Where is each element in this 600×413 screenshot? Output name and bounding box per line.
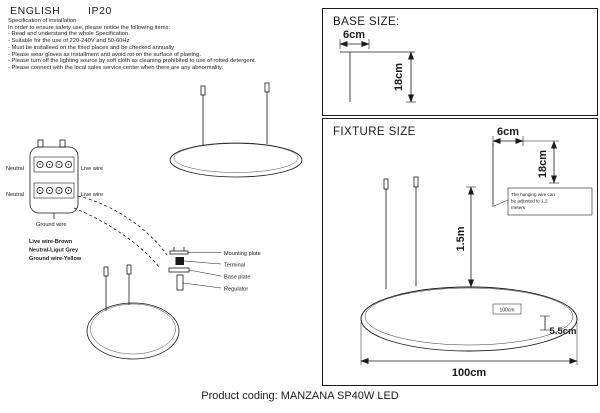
hanging-wire-note-line: meters — [511, 205, 526, 210]
product-coding: Product coding: MANZANA SP40W LED — [201, 390, 399, 402]
spec-item: - Read and understand the whole Specific… — [8, 31, 130, 38]
spec-title: Specification of installation — [8, 18, 77, 24]
hanging-wire-note-line: be adjusted to 1.2 — [511, 199, 548, 204]
label-regulator: Regulator — [224, 287, 248, 293]
hanging-wire-note-line: The hanging wire can — [511, 192, 555, 197]
ip-rating-label: IP20 — [88, 5, 112, 17]
spec-item: - Please wear gloves as installment and … — [8, 51, 202, 58]
base-size-drawing: 6cm 18cm — [339, 29, 416, 103]
spec-item: - Please connect with the local sales se… — [8, 64, 224, 71]
label-ground-wire: Ground wire — [36, 222, 66, 228]
canopy-height-dimension: 18cm — [537, 150, 549, 178]
ring-profile-dimension: 5.5cm — [550, 326, 577, 337]
fixture-size-title: FIXTURE SIZE — [333, 126, 416, 138]
ring-diameter-dimension: 100cm — [452, 367, 486, 379]
canopy-width-dimension: 6cm — [497, 126, 519, 138]
label-base-plate: Base plate — [224, 275, 250, 281]
legend-ground-wire: Ground wire-Yellow — [29, 256, 82, 262]
label-neutral-top: Neutral — [6, 166, 24, 172]
drop-length-dimension: 1.5m — [455, 226, 467, 251]
label-mounting-plate: Mounting plate — [224, 251, 261, 257]
installation-spec: Specification of installation In order t… — [8, 18, 320, 72]
fixture-size-panel: FIXTURE SIZE — [322, 118, 598, 386]
junction-box-drawing — [29, 139, 79, 219]
ring-inner-label: 100cm — [499, 308, 514, 314]
fixture-size-drawing: 6cm 18cm 1.5m The hanging wire can be ad… — [360, 126, 593, 379]
large-pendant-drawing — [86, 264, 180, 360]
small-pendant-drawing — [169, 82, 303, 178]
label-live-top: Live wire — [81, 166, 103, 172]
spec-item: - Suitable for the use of 220-240V and 5… — [8, 38, 130, 45]
spec-item: - Must be installeed on the fixed places… — [8, 44, 174, 51]
label-live-bottom: Live wire — [81, 192, 103, 198]
language-label: ENGLISH — [10, 5, 61, 17]
spec-intro: In order to ensure safety use, please no… — [8, 24, 171, 31]
base-height-dimension: 18cm — [393, 63, 405, 91]
label-terminal: Terminal — [224, 263, 245, 269]
legend-neutral-wire: Neutral-Ligut Grey — [29, 248, 79, 254]
legend-live-wire: Live wire-Brown — [29, 239, 73, 245]
base-size-panel: BASE SIZE: 6cm 18cm — [322, 8, 598, 116]
base-width-dimension: 6cm — [343, 29, 365, 41]
label-neutral-bottom: Neutral — [6, 192, 24, 198]
left-diagram-canvas: Neutral Live wire Neutral Live wire Grou… — [6, 82, 303, 360]
base-size-title: BASE SIZE: — [333, 16, 400, 28]
wire-routing-dashed — [73, 195, 168, 268]
spec-item: - Please turn off the lighting source by… — [8, 58, 257, 65]
mounting-detail-drawing — [168, 247, 222, 291]
